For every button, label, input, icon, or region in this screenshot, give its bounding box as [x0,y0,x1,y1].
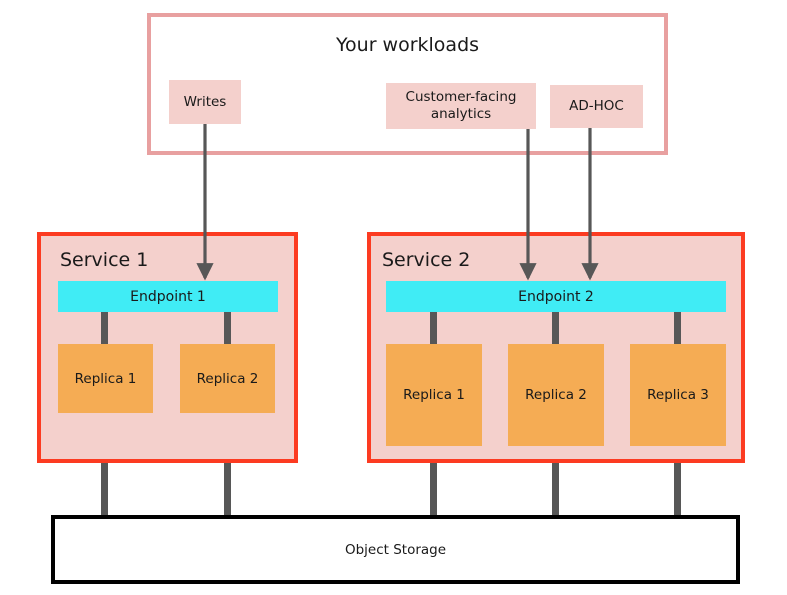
service-2-replica-3[interactable]: Replica 3 [630,344,726,446]
connector-endpoint2-to-replica1 [430,312,437,345]
service-2-title: Service 2 [382,249,471,271]
service-1-title: Service 1 [60,249,149,271]
connector-service2-replica3-to-storage [674,446,681,517]
connector-endpoint2-to-replica3 [674,312,681,345]
connector-service1-replica1-to-storage [101,413,108,517]
service-2-replica-2[interactable]: Replica 2 [508,344,604,446]
endpoint-1[interactable]: Endpoint 1 [58,281,278,312]
connector-endpoint1-to-replica2 [224,312,231,345]
connector-service1-replica2-to-storage [224,413,231,517]
endpoint-2[interactable]: Endpoint 2 [386,281,726,312]
connector-endpoint2-to-replica2 [552,312,559,345]
connector-service2-replica1-to-storage [430,446,437,517]
service-1-replica-1[interactable]: Replica 1 [58,344,153,413]
service-1-replica-2[interactable]: Replica 2 [180,344,275,413]
service-2-replica-1[interactable]: Replica 1 [386,344,482,446]
your-workloads-title: Your workloads [335,34,480,56]
object-storage-box[interactable]: Object Storage [51,515,740,584]
your-workloads-container [147,13,668,155]
workload-chip-ad-hoc[interactable]: AD-HOC [550,85,643,128]
connector-service2-replica2-to-storage [552,446,559,517]
connector-endpoint1-to-replica1 [101,312,108,345]
workload-chip-customer-facing-analytics[interactable]: Customer-facing analytics [386,83,536,129]
workload-chip-writes[interactable]: Writes [169,80,241,124]
